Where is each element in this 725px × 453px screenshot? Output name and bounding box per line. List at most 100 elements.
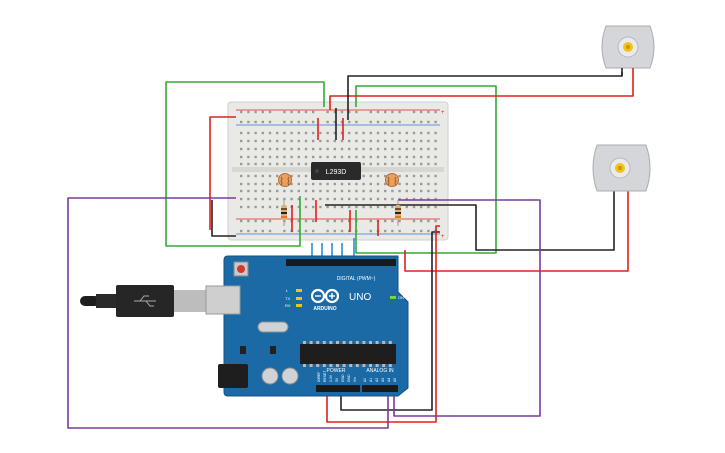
wire-red-left-rail[interactable]: [209, 116, 236, 230]
wire-black-gnd[interactable]: [340, 231, 440, 411]
power-header[interactable]: [316, 385, 360, 392]
breadboard-hole: [391, 120, 394, 124]
breadboard-hole: [261, 219, 264, 223]
breadboard-hole: [326, 131, 329, 135]
breadboard-hole: [434, 162, 437, 166]
breadboard-hole: [369, 147, 372, 151]
wire-red-motor-top[interactable]: [329, 80, 634, 110]
breadboard-hole: [355, 131, 358, 135]
breadboard-hole: [362, 182, 365, 186]
wire-black-left-rail[interactable]: [211, 200, 236, 237]
rail-plus-label-bottom: +: [441, 234, 445, 240]
breadboard-hole: [427, 147, 430, 151]
chip-pin: [382, 341, 386, 344]
analog-pin-label: A3: [381, 378, 385, 382]
breadboard-hole: [297, 219, 300, 223]
wire-red-motor-bottom[interactable]: [404, 190, 629, 272]
breadboard-hole: [427, 110, 430, 114]
breadboard-hole: [247, 147, 250, 151]
breadboard-hole: [348, 120, 351, 124]
wire-green-right[interactable]: [355, 85, 497, 254]
breadboard-hole: [254, 205, 257, 209]
breadboard-hole: [340, 155, 344, 159]
breadboard-hole: [340, 182, 344, 186]
breadboard-hole: [319, 205, 322, 209]
smd-part-2: [270, 346, 276, 354]
power-label: POWER: [327, 368, 346, 374]
breadboard-hole: [297, 197, 300, 201]
breadboard-hole: [312, 120, 315, 124]
wire-black-motor-bottom[interactable]: [325, 190, 615, 251]
wires: [67, 72, 634, 429]
breadboard-hole: [290, 155, 293, 159]
crystal-oscillator: [257, 321, 289, 333]
breadboard-hole: [290, 182, 293, 186]
breadboard-hole: [355, 120, 358, 124]
breadboard-hole: [348, 205, 351, 209]
power-pin-label: 3.3V: [329, 374, 333, 382]
breadboard-hole: [240, 205, 243, 209]
analog-header[interactable]: [362, 385, 398, 392]
breadboard-hole: [427, 174, 430, 178]
resistor-right[interactable]: [395, 200, 401, 226]
breadboard-hole: [384, 155, 387, 159]
breadboard-hole: [247, 139, 250, 143]
breadboard-hole: [398, 229, 401, 233]
breadboard-hole: [276, 147, 279, 151]
photoresistor-left[interactable]: [278, 173, 292, 187]
digital-header[interactable]: [286, 259, 396, 266]
breadboard-hole: [268, 205, 272, 209]
breadboard-hole: [355, 155, 358, 159]
breadboard-hole: [340, 110, 344, 114]
breadboard-hole: [376, 174, 380, 178]
breadboard-hole: [326, 197, 329, 201]
breadboard-hole: [348, 197, 351, 201]
breadboard-hole: [398, 174, 401, 178]
breadboard-hole: [261, 189, 264, 193]
breadboard-hole: [312, 229, 315, 233]
breadboard-hole: [268, 229, 272, 233]
breadboard-hole: [240, 162, 243, 166]
breadboard-hole: [261, 182, 264, 186]
breadboard-hole: [312, 131, 315, 135]
breadboard-hole: [391, 219, 394, 223]
wire-purple-left[interactable]: [67, 197, 389, 429]
breadboard-hole: [427, 189, 430, 193]
breadboard-hole: [268, 147, 272, 151]
breadboard-hole: [312, 205, 315, 209]
breadboard-hole: [376, 155, 380, 159]
led-label-l: L: [286, 288, 289, 293]
wire-purple-right[interactable]: [393, 199, 541, 417]
wire-green-left[interactable]: [165, 81, 325, 247]
breadboard-hole: [261, 120, 264, 124]
resistor-left[interactable]: [281, 200, 287, 226]
breadboard-hole: [376, 139, 380, 143]
breadboard-hole: [276, 182, 279, 186]
breadboard-hole: [240, 219, 243, 223]
breadboard-hole: [348, 182, 351, 186]
breadboard-hole: [369, 189, 372, 193]
wire-red-5v[interactable]: [326, 225, 440, 423]
photoresistor-right[interactable]: [385, 173, 399, 187]
breadboard-hole: [240, 120, 243, 124]
breadboard-hole: [297, 182, 300, 186]
breadboard-hole: [326, 189, 329, 193]
arduino-uno[interactable]: DIGITAL (PWM~) L TX RX ON ARDUINO UNO: [205, 255, 409, 397]
digital-label: DIGITAL (PWM~): [337, 276, 376, 282]
breadboard-hole: [420, 147, 423, 151]
usb-cable[interactable]: [80, 285, 208, 317]
breadboard-hole: [254, 139, 257, 143]
breadboard-hole: [348, 189, 351, 193]
l293d-ic[interactable]: L293D: [311, 162, 361, 180]
breadboard-hole: [312, 197, 315, 201]
analog-pin-label: A2: [375, 378, 379, 382]
breadboard-hole: [412, 182, 416, 186]
capacitor-2: [281, 367, 299, 385]
breadboard-hole: [247, 155, 250, 159]
breadboard-hole: [376, 110, 380, 114]
breadboard-hole: [290, 110, 293, 114]
dc-motor-bottom[interactable]: [592, 144, 651, 192]
breadboard-hole: [412, 174, 416, 178]
power-jack: [218, 364, 248, 388]
dc-motor-top[interactable]: [601, 25, 655, 80]
